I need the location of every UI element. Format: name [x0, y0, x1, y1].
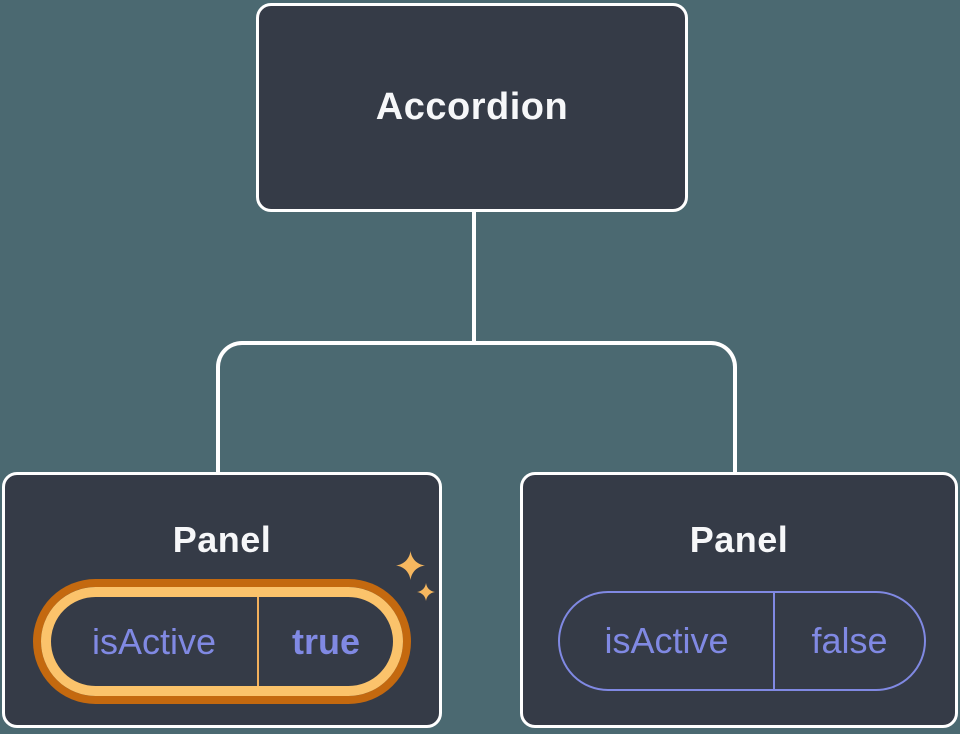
state-pill-divider-inactive: [773, 593, 775, 689]
state-pill-inactive: isActive false: [558, 591, 926, 691]
state-value-active: true: [291, 620, 360, 662]
node-panel-inactive-label: Panel: [689, 519, 789, 560]
state-pill-active: isActive true: [41, 587, 403, 696]
state-value-inactive: false: [811, 620, 888, 661]
state-pill-divider-active: [257, 597, 259, 686]
sparkle-icon-small: [417, 583, 435, 601]
node-panel-active-label: Panel: [172, 519, 272, 560]
connector-root-stem: [472, 210, 476, 344]
node-panel-active: Panel isActive true: [2, 472, 442, 728]
node-accordion: Accordion: [256, 3, 688, 212]
node-panel-inactive: Panel isActive false: [520, 472, 958, 728]
state-key-inactive: isActive: [604, 620, 729, 661]
node-accordion-label: Accordion: [375, 86, 569, 128]
connector-branch: [216, 341, 737, 472]
state-key-active: isActive: [91, 620, 217, 662]
sparkle-icon-large: [396, 551, 425, 580]
